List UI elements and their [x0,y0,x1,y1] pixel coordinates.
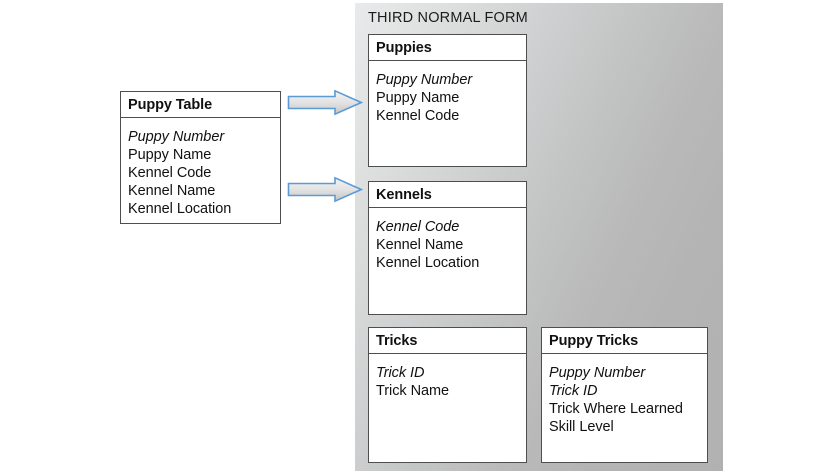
entity-title: Puppy Tricks [542,328,707,354]
arrow-to-kennels [287,176,363,203]
right-arrow-icon [287,89,363,116]
entity-attribute-list: Trick ID Trick Name [369,354,526,406]
right-arrow-icon [287,176,363,203]
entity-box-puppies: Puppies Puppy Number Puppy Name Kennel C… [368,34,527,167]
attribute-row: Trick ID [376,365,425,381]
entity-title: Tricks [369,328,526,354]
attribute-row: Puppy Name [376,90,460,106]
attribute-row: Trick ID [549,383,598,399]
attribute-row: Puppy Number [376,72,473,88]
attribute-row: Kennel Code [376,219,460,235]
attribute-row: Kennel Location [376,255,480,271]
attribute-row: Kennel Name [128,183,216,199]
entity-attribute-list: Puppy Number Trick ID Trick Where Learne… [542,354,707,442]
entity-box-puppy-tricks: Puppy Tricks Puppy Number Trick ID Trick… [541,327,708,463]
entity-attribute-list: Kennel Code Kennel Name Kennel Location [369,208,526,278]
attribute-row: Trick Where Learned [549,401,683,417]
arrow-to-puppies [287,89,363,116]
entity-title: Puppy Table [121,92,280,118]
entity-attribute-list: Puppy Number Puppy Name Kennel Code [369,61,526,131]
attribute-row: Kennel Name [376,237,464,253]
attribute-row: Puppy Number [549,365,646,381]
entity-box-tricks: Tricks Trick ID Trick Name [368,327,527,463]
attribute-row: Skill Level [549,419,614,435]
entity-title: Kennels [369,182,526,208]
attribute-row: Puppy Name [128,147,212,163]
attribute-row: Puppy Number [128,129,225,145]
entity-box-puppy-table: Puppy Table Puppy Number Puppy Name Kenn… [120,91,281,224]
entity-box-kennels: Kennels Kennel Code Kennel Name Kennel L… [368,181,527,315]
attribute-row: Kennel Location [128,201,232,217]
entity-title: Puppies [369,35,526,61]
attribute-row: Trick Name [376,383,450,399]
attribute-row: Kennel Code [128,165,212,181]
panel-title: THIRD NORMAL FORM [368,10,528,26]
attribute-row: Kennel Code [376,108,460,124]
entity-attribute-list: Puppy Number Puppy Name Kennel Code Kenn… [121,118,280,224]
